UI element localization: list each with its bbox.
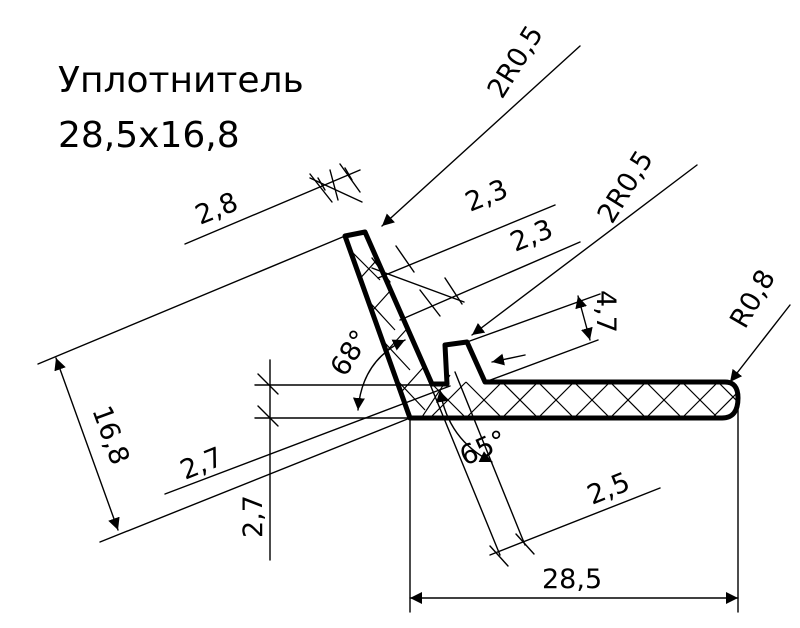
dimension-lines <box>54 45 791 604</box>
label-base-2-7-b: 2,7 <box>238 495 269 538</box>
label-step-4-7: 4,7 <box>590 290 621 333</box>
label-radius-top: 2R0,5 <box>482 20 550 103</box>
label-radius-tip: R0,8 <box>724 265 782 334</box>
label-radius-step: 2R0,5 <box>592 145 660 228</box>
title-line-1: Уплотнитель <box>58 60 304 101</box>
seal-profile-outline <box>342 229 741 421</box>
title-line-2: 28,5x16,8 <box>58 115 240 156</box>
label-offset-2-5: 2,5 <box>583 467 634 512</box>
label-wall-2-3-b: 2,3 <box>506 214 557 259</box>
label-angle-65: 65° <box>455 425 511 473</box>
label-width-28-5: 28,5 <box>542 564 602 595</box>
label-base-2-7-a: 2,7 <box>176 442 227 487</box>
label-wall-2-3-a: 2,3 <box>461 174 512 219</box>
dimension-ticks <box>257 163 535 567</box>
extension-lines <box>37 169 739 613</box>
label-wall-2-8: 2,8 <box>191 187 242 232</box>
